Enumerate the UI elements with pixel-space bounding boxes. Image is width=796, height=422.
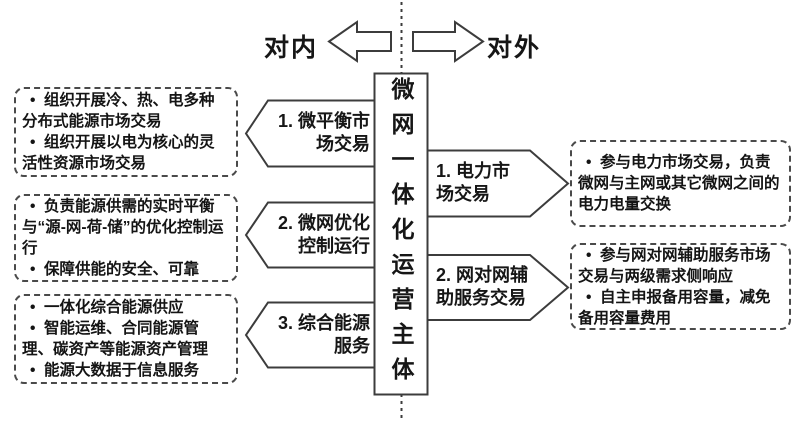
bullet-item: 参与电力市场交易，负责微网与主网或其它微网之间的电力电量交换 [578,152,783,215]
bullet-item: 组织开展以电为核心的灵活性资源市场交易 [22,132,230,174]
bullet-item: 参与网对网辅助服务市场交易与两级需求侧响应 [578,245,783,287]
note-microgrid-optimization: 负责能源供需的实时平衡与“源-网-荷-储”的优化控制运行保障供能的安全、可靠 [14,194,238,282]
internal-function-1-label: 1. 微平衡市 场交易 [277,111,370,154]
external-direction-arrow [412,20,485,63]
central-entity-box [373,72,429,396]
note-grid-to-grid-ancillary: 参与网对网辅助服务市场交易与两级需求侧响应自主申报备用容量，减免备用容量费用 [570,243,791,330]
bullet-item: 自主申报备用容量，减免备用容量费用 [578,287,783,329]
internal-function-2-label: 2. 微网优化 控制运行 [277,213,370,256]
external-function-2-label: 2. 网对网辅 助服务交易 [436,265,529,308]
external-direction-label: 对外 [487,34,542,62]
internal-function-3-label: 3. 综合能源 服务 [277,313,370,356]
internal-direction-label: 对内 [264,34,319,62]
bullet-item: 组织开展冷、热、电多种分布式能源市场交易 [22,90,230,132]
bullet-item: 能源大数据于信息服务 [22,360,230,381]
bullet-item: 负责能源供需的实时平衡与“源-网-荷-储”的优化控制运行 [22,196,230,259]
external-function-1-label: 1. 电力市 场交易 [436,161,511,204]
bullet-item: 智能运维、合同能源管理、碳资产等能源资产管理 [22,318,230,360]
note-integrated-energy-service: 一体化综合能源供应智能运维、合同能源管理、碳资产等能源资产管理能源大数据于信息服… [14,294,238,384]
central-entity-title: 微网一体化运营主体 [388,76,414,392]
note-micro-balance-market: 组织开展冷、热、电多种分布式能源市场交易组织开展以电为核心的灵活性资源市场交易 [14,87,238,177]
note-power-market: 参与电力市场交易，负责微网与主网或其它微网之间的电力电量交换 [570,140,791,227]
bullet-item: 保障供能的安全、可靠 [22,259,230,280]
internal-direction-arrow [327,20,392,63]
bullet-item: 一体化综合能源供应 [22,297,230,318]
